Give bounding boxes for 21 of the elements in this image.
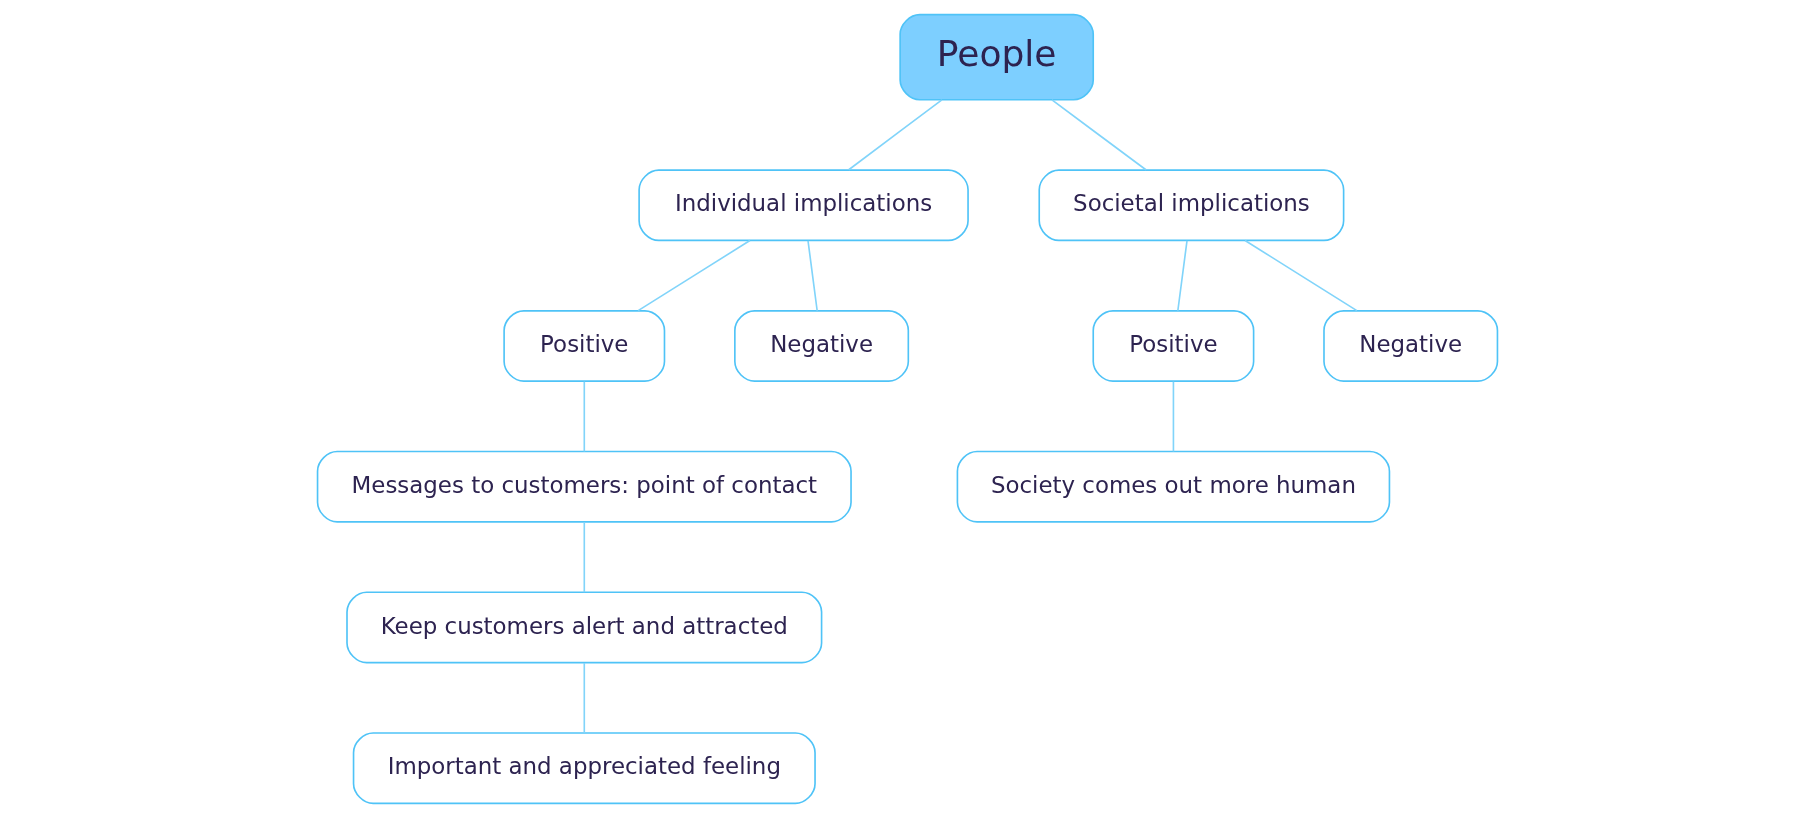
- node-box: Important and appreciated feeling: [352, 732, 816, 805]
- node-box: Individual implications: [637, 169, 969, 242]
- node-box: Positive: [502, 310, 665, 382]
- node-box: Keep customers alert and attracted: [345, 591, 822, 664]
- node-box: People: [898, 13, 1094, 101]
- node-box: Negative: [1322, 310, 1498, 382]
- connector: [1050, 99, 1147, 171]
- connector: [1172, 380, 1174, 453]
- connector: [582, 380, 585, 453]
- connector: [806, 240, 818, 312]
- node-box: Messages to customers: point of contact: [316, 450, 852, 523]
- node-box: Societal implications: [1037, 169, 1344, 242]
- connector: [636, 239, 751, 312]
- node-box: Society comes out more human: [956, 450, 1390, 523]
- connector: [582, 521, 585, 594]
- connector: [582, 662, 585, 734]
- connector: [847, 99, 943, 171]
- node-box: Positive: [1091, 310, 1254, 382]
- connector: [1176, 240, 1188, 312]
- connector: [1243, 239, 1358, 312]
- node-box: Negative: [733, 310, 909, 382]
